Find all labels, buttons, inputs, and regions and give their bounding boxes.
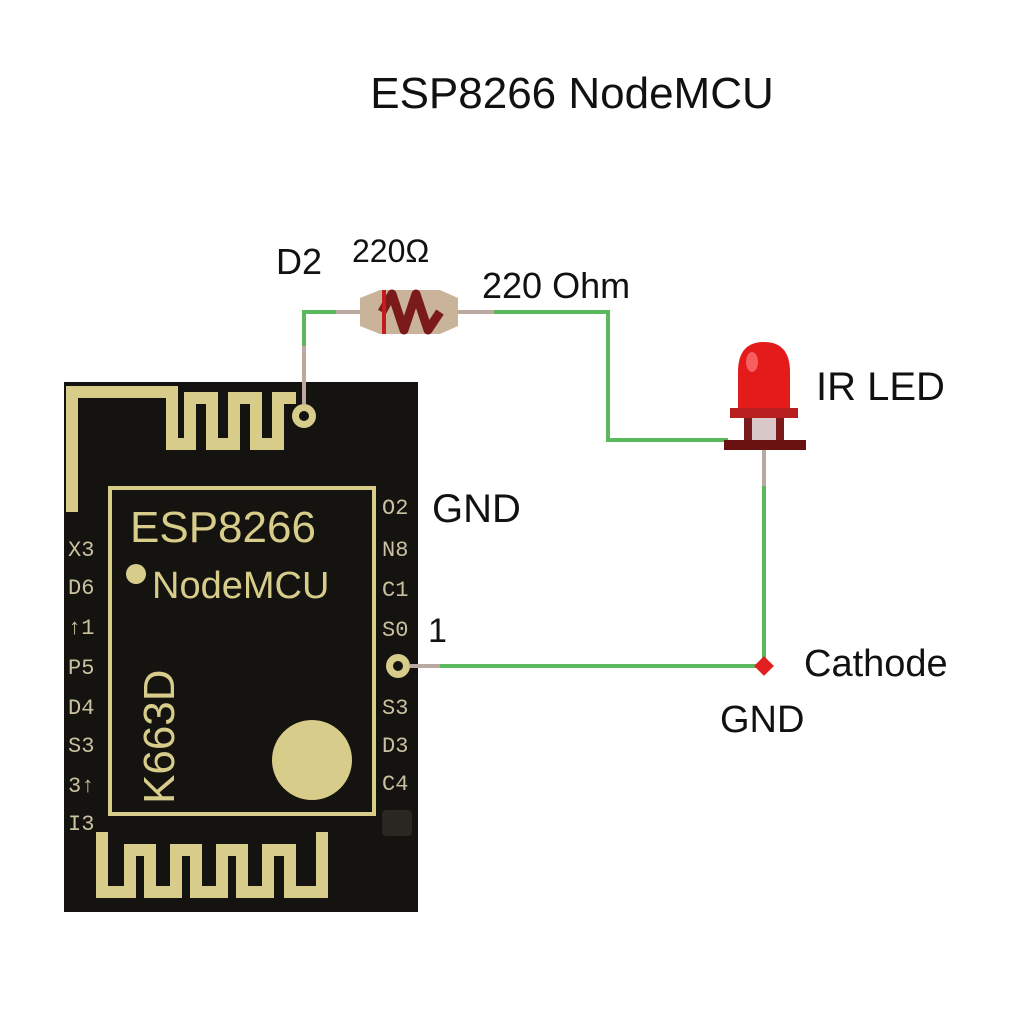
chip-outline [108,486,376,816]
pin-one-label: 1 [428,612,447,650]
resistor-zigzag [378,289,444,335]
wires [302,310,766,668]
led-neck-left [744,418,752,442]
d2-wire [302,310,336,346]
right-pin-label: N8 [382,538,408,563]
resistor-icon [360,289,458,335]
left-pin-label: D6 [68,576,94,601]
gnd-pin-pad-hole [393,661,403,671]
right-pin-label: S3 [382,696,408,721]
chip-dot-icon [126,564,146,584]
left-pin-label: S3 [68,734,94,759]
resistor-value-label: 220 Ohm [482,265,630,306]
gnd-top-label: GND [432,487,521,531]
right-pin-label: O2 [382,496,408,521]
board-body [64,382,418,912]
led-highlight [746,352,758,372]
left-pin-label: I3 [68,812,94,837]
left-pin-labels: X3 D6 ↑1 P5 D4 S3 3↑ I3 [68,538,94,837]
led-neck-right [776,418,784,442]
right-pin-labels: O2 N8 C1 S0 S3 D3 C4 [382,496,412,836]
led-rim [730,408,798,418]
cathode-label: Cathode [804,643,948,685]
chip-label-esp8266: ESP8266 [130,503,316,552]
right-pin-label: C1 [382,578,408,603]
left-pin-label: D4 [68,696,94,721]
led-base [724,440,806,450]
gnd-bottom-label: GND [720,699,804,741]
right-pin-label: S0 [382,618,408,643]
antenna-trace-icon [66,386,296,512]
junction-node-icon [754,656,774,676]
left-pin-label: ↑1 [68,616,94,641]
resistance-symbol-label: 220Ω [352,233,429,269]
diagram-title: ESP8266 NodeMCU [370,69,774,118]
right-pin-label: C4 [382,772,408,797]
left-pin-label: 3↑ [68,774,94,799]
led-dome [738,342,790,410]
d2-pad-hole [299,411,309,421]
led-icon [724,342,806,450]
chip-label-nodemcu: NodeMCU [152,565,329,607]
empty-pin-pad [382,810,412,836]
d2-label: D2 [276,241,322,282]
ir-led-label: IR LED [816,365,945,409]
left-pin-label: X3 [68,538,94,563]
bottom-antenna-trace-icon [96,832,328,898]
esp8266-board: ESP8266 NodeMCU K663D X3 D6 ↑1 P5 D4 S3 … [64,382,418,912]
chip-label-vertical: K663D [135,669,184,804]
left-pin-label: P5 [68,656,94,681]
resistor-to-led-wire [494,310,728,442]
right-pin-label: D3 [382,734,408,759]
ground-pad [272,720,352,800]
